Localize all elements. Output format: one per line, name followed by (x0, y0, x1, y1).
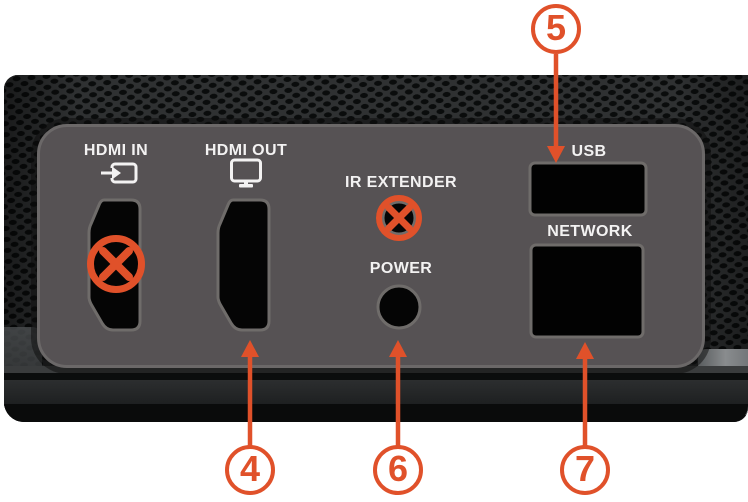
usb-label: USB (571, 143, 607, 160)
power-label: POWER (369, 260, 433, 277)
hdmi-input-icon (99, 161, 139, 190)
network-label: NETWORK (547, 223, 633, 240)
device-body (4, 75, 748, 422)
device-base-seam (4, 373, 748, 380)
callout-7-badge: 7 (560, 445, 610, 495)
device-base-strip (4, 404, 748, 422)
callout-4-badge: 4 (225, 445, 275, 495)
ir-extender-label: IR EXTENDER (345, 174, 457, 191)
device-base (4, 366, 748, 375)
display-icon (228, 158, 264, 193)
device-base-band (4, 380, 748, 406)
hdmi-in-label: HDMI IN (83, 142, 149, 159)
hdmi-out-label: HDMI OUT (204, 142, 288, 159)
callout-5-badge: 5 (531, 4, 581, 54)
callout-6-badge: 6 (373, 445, 423, 495)
